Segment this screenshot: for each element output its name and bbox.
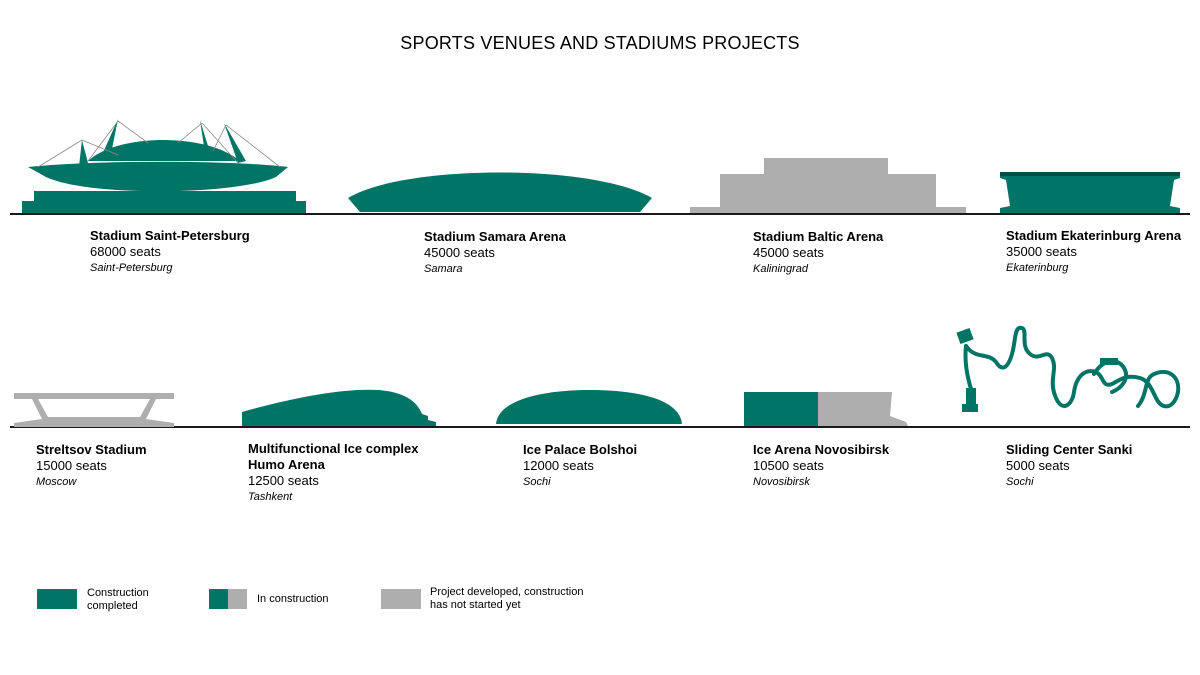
legend-label-line-1: Project developed, construction: [430, 586, 584, 598]
venue-label-ekaterinburg: Stadium Ekaterinburg Arena 35000 seats E…: [1006, 228, 1181, 276]
venue-name: Ice Palace Bolshoi: [523, 442, 638, 457]
venue-label-bolshoi: Ice Palace Bolshoi 12000 seats Sochi: [523, 442, 637, 490]
venue-city: Tashkent: [248, 491, 293, 503]
venue-seats: 45000 seats: [424, 245, 495, 260]
humo-arena-silhouette: [242, 389, 436, 426]
venue-seats: 5000 seats: [1006, 458, 1070, 473]
venue-city: Moscow: [36, 476, 77, 488]
stadium-ekaterinburg-arena-silhouette: [1000, 172, 1180, 213]
venue-seats: 12000 seats: [523, 458, 594, 473]
legend-swatch-in-construction: [209, 589, 247, 609]
venue-label-streltsov: Streltsov Stadium 15000 seats Moscow: [36, 442, 147, 490]
venue-seats: 10500 seats: [753, 458, 824, 473]
venue-name: Stadium Saint-Petersburg: [90, 228, 250, 243]
legend-label-completed: Construction completed: [87, 587, 149, 613]
sliding-center-sanki-silhouette: [956, 325, 1181, 412]
ice-palace-bolshoi-silhouette: [496, 390, 682, 424]
venue-name: Ice Arena Novosibirsk: [753, 442, 890, 457]
legend-swatch-planned: [381, 589, 421, 609]
legend-label-planned: Project developed, construction has not …: [430, 586, 583, 612]
venue-name: Stadium Samara Arena: [424, 229, 566, 244]
stadium-baltic-arena-silhouette: [690, 158, 966, 213]
legend-label-line-2: has not started yet: [430, 599, 521, 611]
page-title: SPORTS VENUES AND STADIUMS PROJECTS: [400, 33, 800, 53]
venue-seats: 45000 seats: [753, 245, 824, 260]
ground-line-row-1: [10, 213, 1190, 215]
venue-city: Novosibirsk: [753, 476, 810, 488]
venue-name: Streltsov Stadium: [36, 442, 147, 457]
venue-label-baltic: Stadium Baltic Arena 45000 seats Kalinin…: [753, 229, 883, 277]
venue-city: Kaliningrad: [753, 263, 809, 275]
legend-label-line-1: In construction: [257, 593, 329, 605]
venue-city: Saint-Petersburg: [90, 262, 173, 274]
venue-city: Sochi: [1006, 476, 1034, 488]
stadium-saint-petersburg-silhouette: [22, 119, 306, 213]
legend-label-line-2: completed: [87, 600, 138, 612]
venue-name-line-2: Humo Arena: [248, 457, 325, 472]
legend-swatch-completed: [37, 589, 77, 609]
ice-arena-novosibirsk-silhouette: [744, 392, 908, 426]
venue-seats: 15000 seats: [36, 458, 107, 473]
venue-city: Sochi: [523, 476, 551, 488]
legend-label-line-1: Construction: [87, 587, 149, 599]
venue-seats: 35000 seats: [1006, 244, 1077, 259]
venue-city: Ekaterinburg: [1006, 262, 1069, 274]
stadium-samara-arena-silhouette: [348, 172, 652, 212]
venue-label-humo-arena: Multifunctional Ice complex Humo Arena 1…: [248, 441, 418, 505]
legend-label-in-construction: In construction: [257, 593, 329, 606]
venue-name: Sliding Center Sanki: [1006, 442, 1133, 457]
ground-line-row-2: [10, 426, 1190, 428]
venue-seats: 68000 seats: [90, 244, 161, 259]
venue-name: Stadium Ekaterinburg Arena: [1006, 228, 1182, 243]
venue-label-sanki: Sliding Center Sanki 5000 seats Sochi: [1006, 442, 1132, 490]
venue-name: Stadium Baltic Arena: [753, 229, 884, 244]
streltsov-stadium-silhouette: [14, 393, 174, 427]
venue-name-line-1: Multifunctional Ice complex: [248, 441, 419, 456]
venue-label-samara: Stadium Samara Arena 45000 seats Samara: [424, 229, 566, 277]
venue-label-saint-petersburg: Stadium Saint-Petersburg 68000 seats Sai…: [90, 228, 250, 276]
venue-label-novosibirsk: Ice Arena Novosibirsk 10500 seats Novosi…: [753, 442, 889, 490]
venue-seats: 12500 seats: [248, 473, 319, 488]
venue-city: Samara: [424, 263, 463, 275]
